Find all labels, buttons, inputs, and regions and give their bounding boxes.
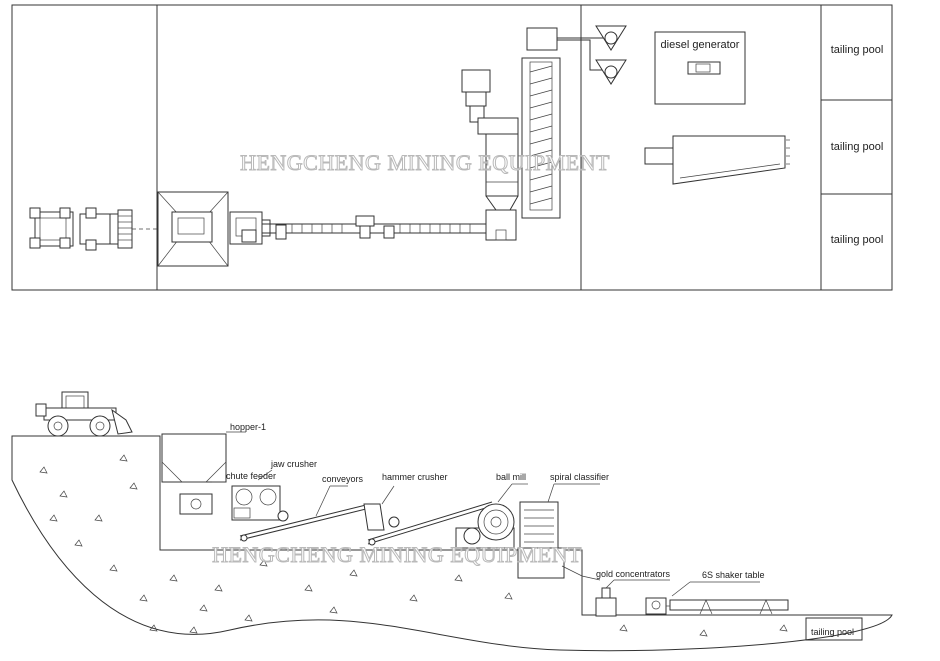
ball-mill-side-view: ball mill [455, 472, 528, 549]
ground-texture [39, 454, 788, 637]
spiral-classifier-side-view: spiral classifier [517, 472, 609, 581]
gold-concentrator-top-view [557, 25, 627, 85]
watermark-bottom: HENGCHENG MINING EQUIPMENT [212, 542, 582, 567]
hammer-crusher-side-view: hammer crusher [363, 472, 448, 531]
tailing-pool-label-1: tailing pool [831, 44, 884, 56]
spiral-classifier-top-view [521, 27, 561, 219]
hopper-side-view: hopper-1 [161, 422, 266, 483]
loader-top-view [29, 207, 157, 251]
tailing-pool-label-bottom: tailing pool [811, 627, 854, 637]
hopper-label: hopper-1 [230, 422, 266, 432]
shaker-table-side-view: 6S shaker table [645, 570, 789, 615]
spiral-classifier-label: spiral classifier [550, 472, 609, 482]
diesel-generator-top-view: diesel generator [654, 31, 746, 105]
jaw-crusher-top-view [229, 211, 271, 245]
chute-feeder-label: chute feeder [226, 471, 276, 481]
diesel-generator-label: diesel generator [661, 39, 740, 51]
shaker-table-top-view [644, 135, 790, 185]
loader-side-view [35, 391, 133, 437]
plan-view: diesel generator tailing pool tailing po… [11, 4, 893, 291]
tailing-pool-label-3: tailing pool [831, 234, 884, 246]
watermark-top: HENGCHENG MINING EQUIPMENT [240, 150, 610, 175]
elevation-view: hopper-1 chute feeder jaw crusher co [11, 391, 893, 652]
hopper-top-view [157, 191, 229, 267]
gold-concentrators-side-view: gold concentrators [595, 569, 671, 617]
chute-feeder-side-view: chute feeder [179, 471, 276, 515]
gold-concentrators-label: gold concentrators [596, 569, 671, 579]
conveyor-1-side-view: conveyors [239, 474, 371, 542]
jaw-crusher-side-view: jaw crusher [231, 459, 317, 521]
hammer-crusher-label: hammer crusher [382, 472, 448, 482]
ball-mill-top-view [461, 69, 519, 241]
jaw-crusher-label: jaw crusher [270, 459, 317, 469]
plan-frame [11, 4, 893, 291]
tailing-pool-label-2: tailing pool [831, 141, 884, 153]
tailing-pool-side-view: tailing pool [805, 617, 863, 641]
conveyors-label: conveyors [322, 474, 364, 484]
ball-mill-label: ball mill [496, 472, 526, 482]
shaker-table-label: 6S shaker table [702, 570, 765, 580]
conveyor-1-top-view [262, 215, 496, 240]
ground-profile [11, 435, 893, 652]
conveyor-2-side-view [367, 501, 493, 546]
